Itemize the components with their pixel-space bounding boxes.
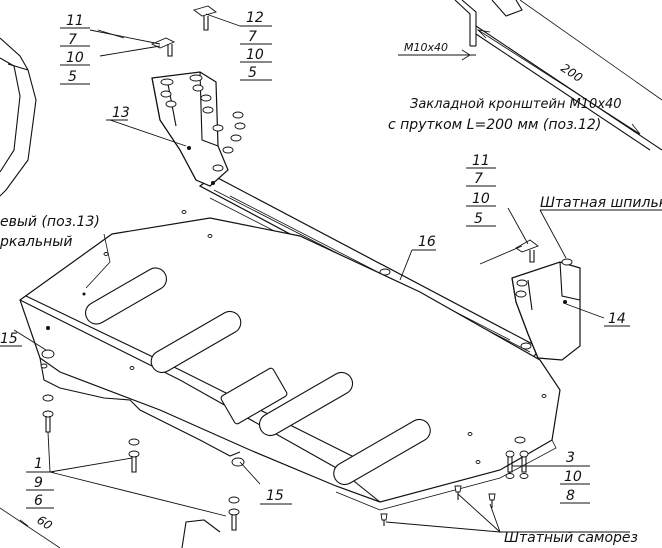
note-embedded-line2: с прутком L=200 мм (поз.12) <box>388 117 601 133</box>
dim-60: 60 <box>34 513 55 533</box>
callout-1: 1 <box>34 456 43 472</box>
callout-table-11-right: 11 7 10 5 <box>466 153 496 227</box>
callout-7-top: 7 <box>68 32 77 48</box>
bracket-13 <box>151 71 246 187</box>
callout-15-l-label: 15 <box>0 331 18 347</box>
note-left-frag1: евый (поз.13) <box>0 214 100 230</box>
callout-5-b: 5 <box>248 65 257 81</box>
callout-16: 16 <box>412 234 436 251</box>
callout-10-top: 10 <box>66 50 84 66</box>
callout-11-r: 11 <box>472 153 490 169</box>
callout-5-top: 5 <box>68 69 77 85</box>
callout-15-bottom: 15 <box>260 488 292 505</box>
callout-table-11: 11 7 10 5 <box>60 13 90 85</box>
note-std-screw: Штатный саморез <box>504 530 638 546</box>
stud-hardware-top <box>150 5 217 57</box>
skid-plate <box>19 210 561 511</box>
dimension-60 <box>0 507 221 548</box>
note-embedded-line1: Закладной кронштейн M10x40 <box>410 97 622 112</box>
callout-8: 8 <box>566 488 575 504</box>
callout-9: 9 <box>34 475 43 491</box>
note-std-stud: Штатная шпилька <box>540 195 662 211</box>
bracket-14 <box>502 239 581 370</box>
callout-table-12: 12 7 10 5 <box>240 10 272 81</box>
callout-14-label: 14 <box>608 311 626 327</box>
callout-7-b: 7 <box>248 29 257 45</box>
callout-table-1: 1 9 6 <box>26 456 54 509</box>
callout-3: 3 <box>566 450 575 466</box>
note-left-frag2: ркальный <box>0 234 72 250</box>
callout-16-label: 16 <box>418 234 436 250</box>
leader-lines <box>13 13 605 533</box>
callout-table-3: 3 10 8 <box>560 450 590 504</box>
callout-11-top: 11 <box>66 13 84 29</box>
callout-13-label: 13 <box>112 105 130 121</box>
callout-10-b: 10 <box>246 47 264 63</box>
callout-13: 13 <box>106 105 130 121</box>
dim-200: 200 <box>558 61 585 85</box>
callout-12: 12 <box>246 10 264 26</box>
left-bracket-fragment <box>0 37 37 197</box>
callout-10-br: 10 <box>564 469 582 485</box>
callout-15-left: 15 <box>0 331 22 347</box>
callout-15-b-label: 15 <box>266 488 284 504</box>
notes: M10x40 200 60 Закладной кронштейн M10x40… <box>0 41 662 546</box>
callout-10-r: 10 <box>472 191 490 207</box>
callout-5-r: 5 <box>474 211 483 227</box>
callout-14: 14 <box>604 311 630 327</box>
embedded-bracket-detail <box>398 0 662 151</box>
callout-7-r: 7 <box>474 171 483 187</box>
dim-m10x40: M10x40 <box>404 41 448 54</box>
fasteners <box>42 326 529 531</box>
callout-6: 6 <box>34 493 43 509</box>
